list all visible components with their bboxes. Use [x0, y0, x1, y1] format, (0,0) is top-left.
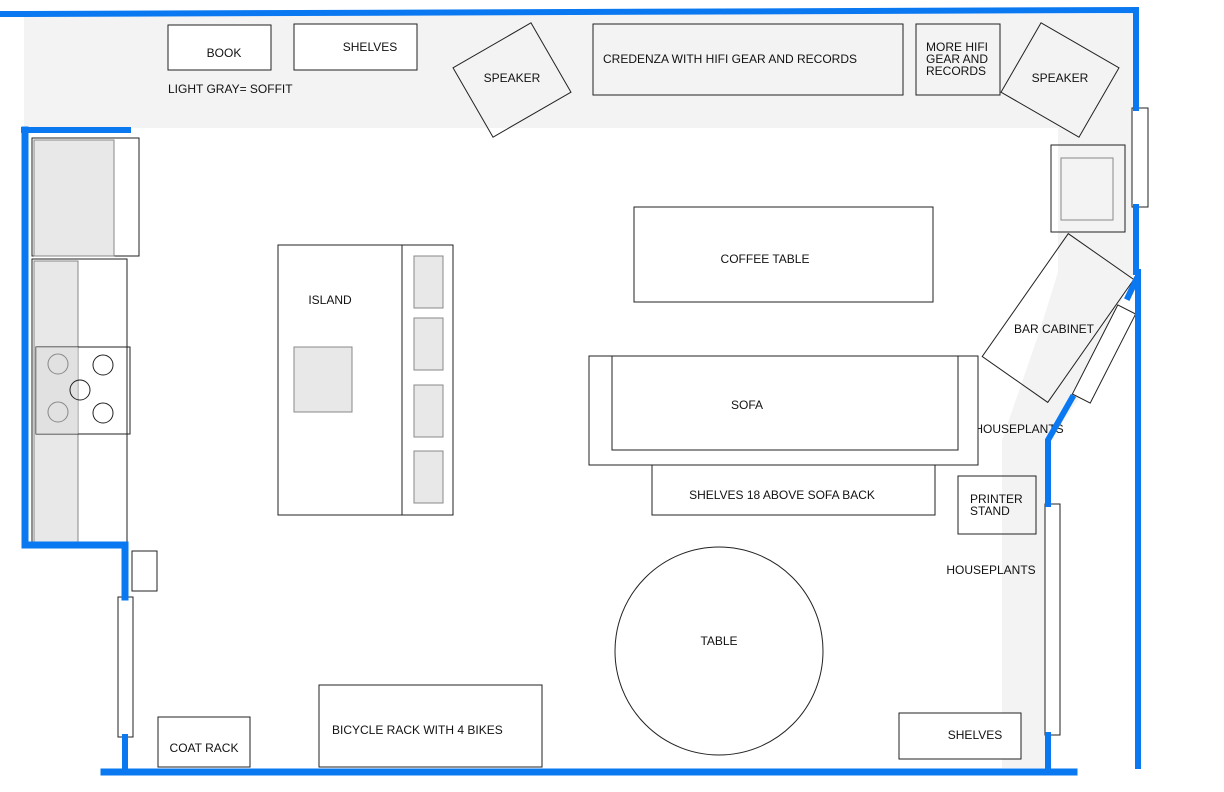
book-label: BOOK	[207, 46, 242, 60]
speaker-right-label: SPEAKER	[1032, 71, 1089, 85]
speaker-right	[1000, 22, 1120, 138]
printer-stand-box	[957, 475, 1037, 535]
bicycle-rack-label: BICYCLE RACK WITH 4 BIKES	[332, 723, 503, 737]
burner	[69, 379, 91, 401]
speaker-left	[452, 22, 572, 138]
kitchen-counters	[31, 137, 140, 546]
bicycle-rack-box	[318, 684, 543, 768]
chair-seat	[1060, 157, 1114, 221]
burner	[92, 402, 114, 424]
shelves-top-label: SHELVES	[343, 40, 397, 54]
stool	[413, 384, 444, 438]
table-label: TABLE	[700, 634, 737, 648]
more-hifi-label-2: GEAR AND	[926, 52, 988, 66]
bar-cabinet-label: BAR CABINET	[1014, 322, 1095, 336]
stool	[413, 255, 444, 309]
houseplants-label-1: HOUSEPLANTS	[974, 422, 1063, 436]
stool	[413, 317, 444, 371]
shelves-sofa-box	[651, 464, 936, 516]
shelves-bottom-box	[898, 712, 1022, 760]
coffee-table-box	[633, 206, 934, 303]
walls	[0, 6, 1141, 776]
burner	[47, 401, 69, 423]
speaker-left-label: SPEAKER	[484, 71, 541, 85]
door-left	[117, 596, 134, 738]
credenza-box	[592, 23, 904, 96]
window-right	[1071, 304, 1137, 404]
door-bottom-right	[1044, 503, 1061, 736]
coat-rack-label: COAT RACK	[170, 741, 239, 755]
houseplants-label-2: HOUSEPLANTS	[946, 563, 1035, 577]
more-hifi-label-1: MORE HIFI	[926, 40, 988, 54]
bar-cabinet	[981, 232, 1135, 404]
coat-rack-box	[157, 716, 251, 768]
more-hifi-label-3: RECORDS	[926, 64, 986, 78]
credenza-label: CREDENZA WITH HIFI GEAR AND RECORDS	[603, 52, 857, 66]
more-hifi-box	[915, 23, 1001, 96]
table-circle	[614, 546, 824, 756]
sofa-label: SOFA	[731, 398, 763, 412]
book-box	[167, 24, 272, 71]
chair	[1050, 144, 1126, 233]
shelves-bottom-label: SHELVES	[948, 728, 1002, 742]
sofa	[588, 355, 979, 466]
island	[277, 244, 454, 516]
soffit-legend: LIGHT GRAY= SOFFIT	[168, 82, 293, 96]
shelves-top-box	[293, 23, 418, 71]
door-top-right	[1131, 107, 1149, 208]
shelves-sofa-label: SHELVES 18 ABOVE SOFA BACK	[689, 488, 875, 502]
coffee-table-label: COFFEE TABLE	[721, 252, 810, 266]
printer-stand-label-1: PRINTER	[970, 492, 1023, 506]
stool	[413, 450, 444, 504]
burner	[47, 353, 69, 375]
printer-stand-label-2: STAND	[970, 504, 1010, 518]
upper-counter-gray	[33, 139, 115, 257]
island-label: ISLAND	[308, 293, 352, 307]
small-box-left	[131, 550, 158, 592]
burner	[92, 354, 114, 376]
stove-gray	[36, 347, 78, 434]
